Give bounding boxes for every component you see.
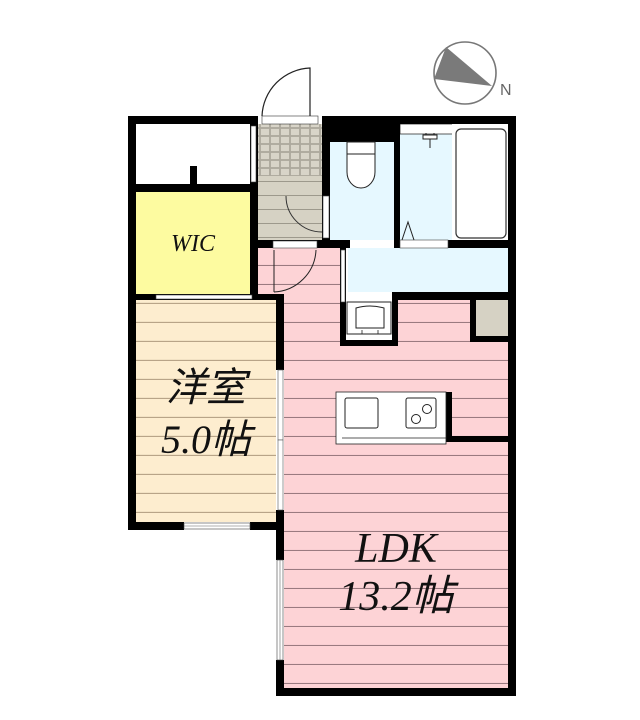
entrance-floor — [258, 176, 322, 240]
compass-label: N — [500, 82, 512, 99]
western-room-size: 5.0帖 — [161, 417, 251, 462]
sink-icon — [344, 397, 379, 429]
western-room-name: 洋室 — [166, 365, 246, 410]
kitchen-counter — [335, 391, 447, 445]
shower-faucet-icon — [422, 133, 438, 148]
toilet-icon — [346, 141, 376, 189]
kitchen-closet — [476, 300, 508, 336]
north-arrow-icon — [433, 41, 497, 105]
wic-room — [136, 192, 250, 294]
stove-icon — [405, 397, 437, 429]
washroom — [348, 248, 508, 292]
ldk-size: 13.2帖 — [338, 574, 454, 620]
western-room — [136, 300, 276, 522]
toilet-door-swing — [285, 195, 323, 233]
entrance-tile — [258, 124, 322, 176]
entrance-door-swing — [261, 67, 311, 117]
wic-label: WIC — [171, 231, 215, 257]
washbasin-icon — [346, 301, 392, 335]
ldk-name: LDK — [355, 526, 437, 572]
ldk-room — [258, 248, 510, 688]
bathtub — [455, 128, 507, 239]
shower-drain-icon — [401, 220, 415, 241]
ldk-door-swing — [273, 249, 317, 293]
bathroom-floor — [400, 134, 452, 240]
